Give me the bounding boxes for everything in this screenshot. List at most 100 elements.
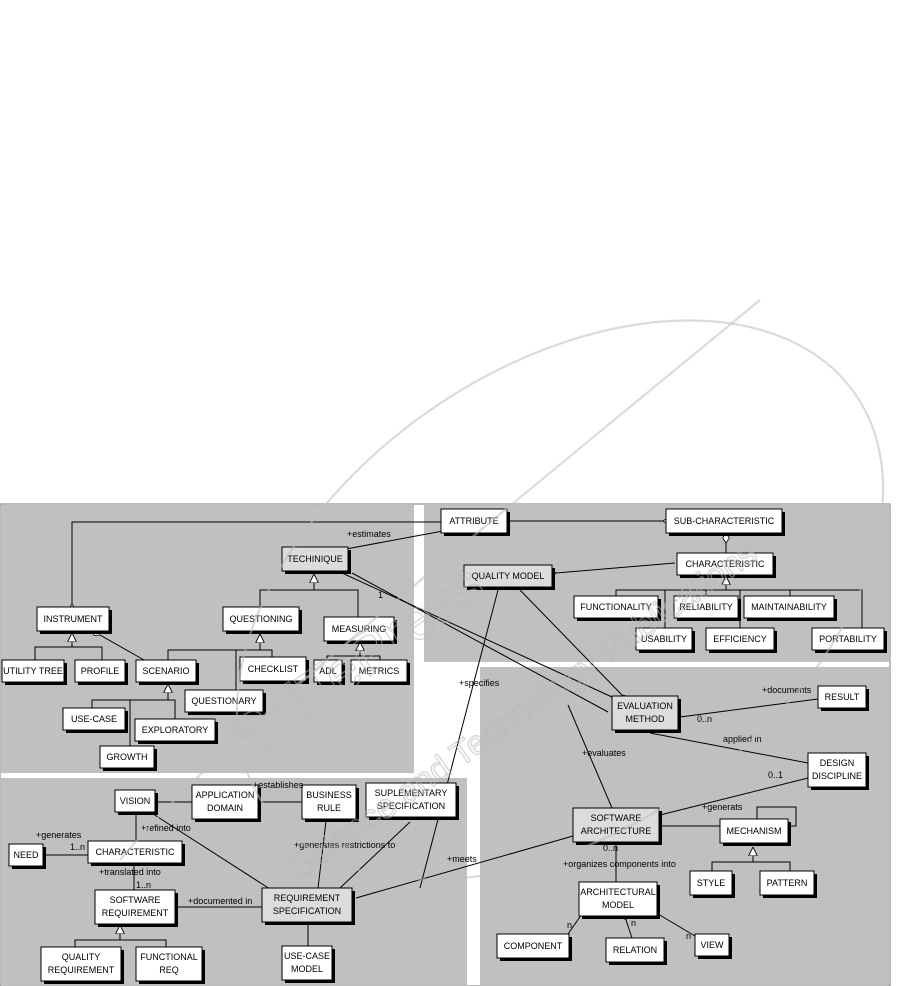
svg-text:FUNCTIONAL: FUNCTIONAL <box>140 952 198 962</box>
svg-text:RULE: RULE <box>317 803 341 813</box>
svg-text:CHARACTERISTIC: CHARACTERISTIC <box>685 559 765 569</box>
node-questioning: QUESTIONING <box>222 606 302 634</box>
edge-scenario-children <box>91 699 176 746</box>
svg-text:USABILITY: USABILITY <box>641 634 687 644</box>
svg-text:CHARACTERISTIC: CHARACTERISTIC <box>95 847 175 857</box>
label-generates-restrictions: +generates restrictions to <box>294 840 395 850</box>
node-vision: VISION <box>114 789 158 815</box>
edge-attribute-instrument <box>72 521 441 604</box>
node-pattern: PATTERN <box>759 870 817 898</box>
svg-text:TECHINIQUE: TECHINIQUE <box>287 554 343 564</box>
svg-text:QUESTIONING: QUESTIONING <box>229 614 292 624</box>
node-functionality: FUNCTIONALITY <box>573 595 661 621</box>
edge-technique-evalmethod-1 <box>341 572 613 698</box>
edge-technique-evalmethod-2 <box>351 572 609 713</box>
node-style: STYLE <box>689 870 735 898</box>
svg-text:MODEL: MODEL <box>291 964 323 974</box>
svg-text:SCENARIO: SCENARIO <box>142 666 189 676</box>
label-evaluates: +evaluates <box>582 748 626 758</box>
svg-text:DOMAIN: DOMAIN <box>207 803 243 813</box>
node-mechanism: MECHANISM <box>719 818 791 846</box>
node-usability: USABILITY <box>635 627 695 653</box>
svg-text:INSTRUMENT: INSTRUMENT <box>44 614 103 624</box>
edge-evaluates <box>567 704 613 809</box>
edge-questioning-children <box>167 649 273 690</box>
node-sub-characteristic: SUB-CHARACTERISTIC <box>665 508 785 536</box>
label-result-mult: 0..n <box>697 714 712 724</box>
edge-measuring-children <box>326 655 381 660</box>
svg-text:SPECIFICATION: SPECIFICATION <box>273 906 341 916</box>
edge-technique-children <box>259 589 359 617</box>
svg-text:USE-CASE: USE-CASE <box>71 714 117 724</box>
label-refined-into: +refined into <box>141 823 191 833</box>
svg-text:REQ: REQ <box>159 965 179 975</box>
label-view-mult: n <box>686 931 691 941</box>
svg-text:USE-CASE: USE-CASE <box>284 951 330 961</box>
edge-instrument-scenario <box>100 635 145 661</box>
node-instrument: INSTRUMENT <box>36 606 112 634</box>
label-technique-mult: 1 <box>378 590 383 600</box>
node-questionary: QUESTIONARY <box>184 689 266 715</box>
label-documents: +documents <box>762 685 812 695</box>
svg-text:DESIGN: DESIGN <box>820 758 855 768</box>
node-business-rule: BUSINESS RULE <box>301 784 359 822</box>
node-functional-req: FUNCTIONAL REQ <box>135 946 205 984</box>
node-reliability: RELIABILITY <box>673 595 741 621</box>
nodes: ATTRIBUTE SUB-CHARACTERISTIC CHARACTERIS… <box>1 508 887 984</box>
svg-text:STYLE: STYLE <box>697 878 726 888</box>
edge-mechanism-self <box>756 806 797 826</box>
edge-archmodel-view <box>658 914 696 937</box>
label-estimates: +estimates <box>347 529 391 539</box>
svg-text:BUSINESS: BUSINESS <box>306 790 352 800</box>
svg-text:PORTABILITY: PORTABILITY <box>819 634 877 644</box>
svg-text:SOFTWARE: SOFTWARE <box>110 895 161 905</box>
svg-text:ATTRIBUTE: ATTRIBUTE <box>449 516 498 526</box>
svg-text:VISION: VISION <box>120 796 151 806</box>
label-establishes: +establishes <box>253 780 304 790</box>
edge-softwarereq-children <box>74 939 167 947</box>
node-metrics: METRICS <box>350 659 410 685</box>
svg-text:COMPONENT: COMPONENT <box>504 941 563 951</box>
edge-mechanism-children <box>711 861 791 871</box>
svg-text:FUNCTIONALITY: FUNCTIONALITY <box>580 602 652 612</box>
label-meets: +meets <box>447 854 477 864</box>
svg-text:MECHANISM: MECHANISM <box>726 826 781 836</box>
node-maintainability: MAINTAINABILITY <box>743 595 837 621</box>
node-scenario: SCENARIO <box>135 659 199 685</box>
svg-text:RELIABILITY: RELIABILITY <box>679 602 733 612</box>
svg-text:MAINTAINABILITY: MAINTAINABILITY <box>751 602 827 612</box>
node-relation: RELATION <box>605 937 667 965</box>
edge-evalmethod-result <box>679 698 819 718</box>
node-technique: TECHINIQUE <box>281 546 351 574</box>
node-growth: GROWTH <box>99 745 157 771</box>
node-view: VIEW <box>694 933 732 959</box>
label-generats: +generats <box>702 802 743 812</box>
svg-text:RELATION: RELATION <box>613 945 657 955</box>
label-organizes: +organizes components into <box>563 859 676 869</box>
node-use-case-model: USE-CASE MODEL <box>281 945 335 983</box>
svg-text:ADL: ADL <box>319 666 337 676</box>
svg-text:EXPLORATORY: EXPLORATORY <box>142 725 209 735</box>
svg-text:REQUIREMENT: REQUIREMENT <box>48 965 115 975</box>
node-exploratory: EXPLORATORY <box>134 718 218 744</box>
node-efficiency: EFFICIENCY <box>705 627 777 653</box>
svg-text:QUALITY: QUALITY <box>62 952 101 962</box>
label-relation-mult: n <box>631 918 636 928</box>
label-specifies: +specifies <box>459 678 500 688</box>
node-measuring: MEASURING <box>323 616 397 644</box>
svg-text:DISCIPLINE: DISCIPLINE <box>812 771 862 781</box>
svg-text:ARCHITECTURE: ARCHITECTURE <box>581 826 652 836</box>
edge-evalmethod-discipline <box>649 732 809 764</box>
node-attribute: ATTRIBUTE <box>440 508 510 536</box>
label-documented-in: +documented in <box>188 896 252 906</box>
node-portability: PORTABILITY <box>811 627 887 653</box>
svg-text:RESULT: RESULT <box>825 692 860 702</box>
edge-archmodel-relation <box>626 920 633 939</box>
label-arch-mult: 0..n <box>603 843 618 853</box>
